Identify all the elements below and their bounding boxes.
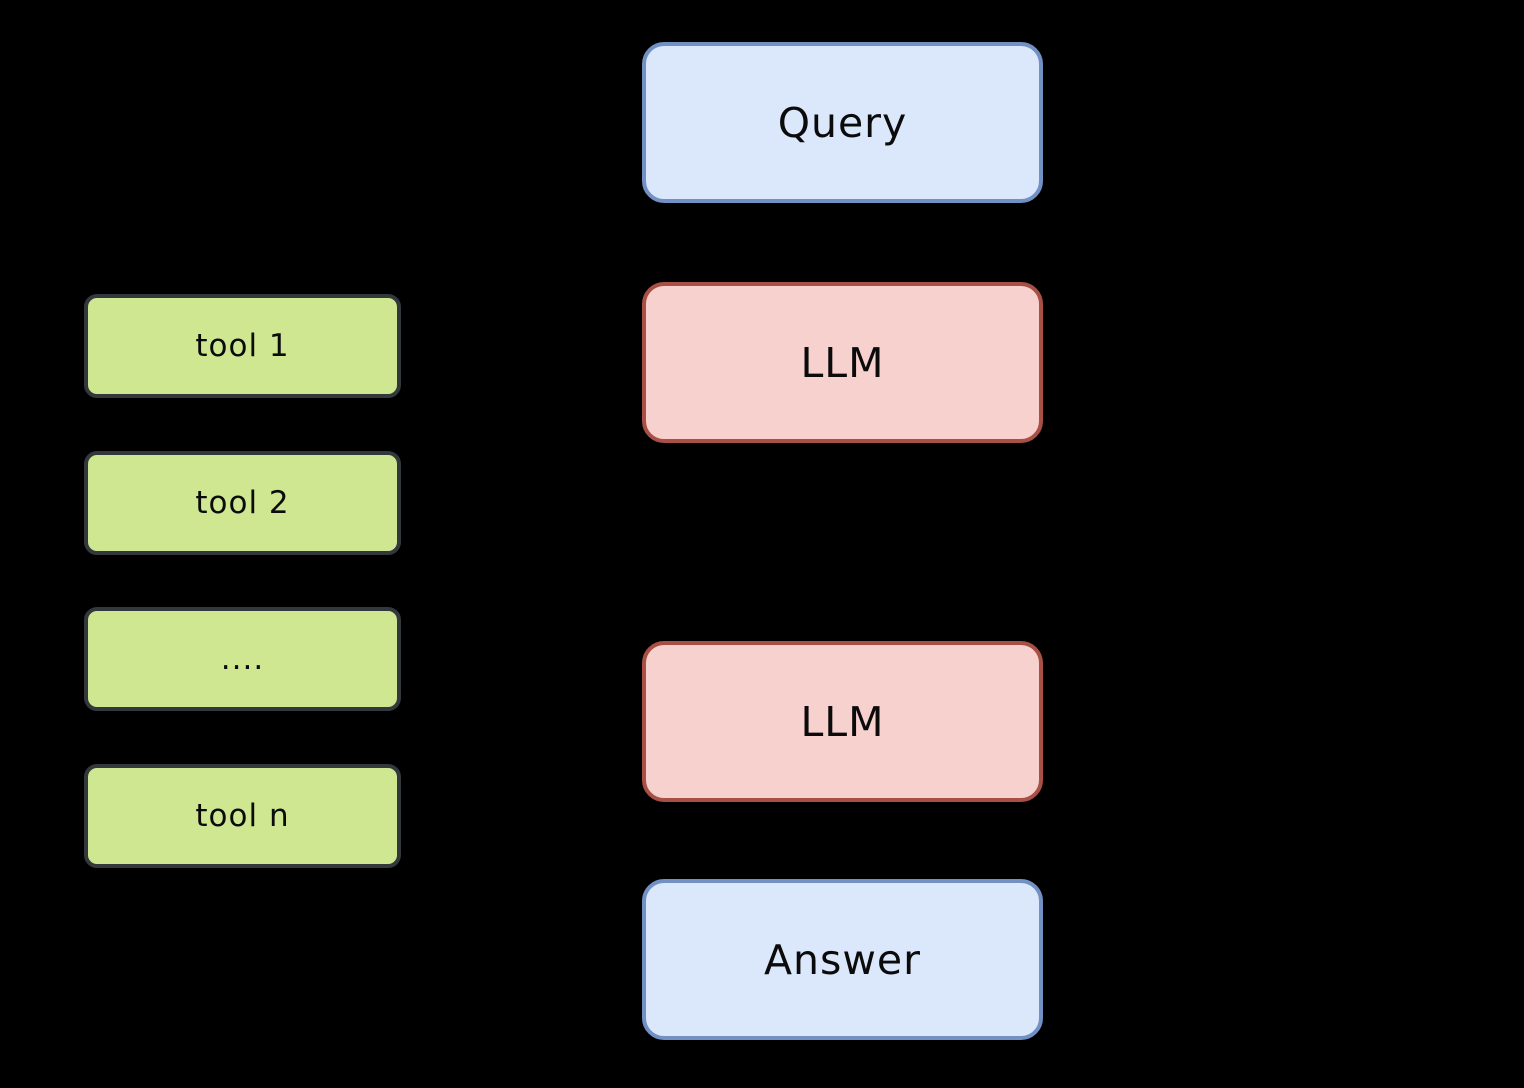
tool-n-label: tool n xyxy=(195,798,290,834)
llm-1-box: LLM xyxy=(642,282,1043,443)
tool-1-label: tool 1 xyxy=(195,328,290,364)
tool-ellipsis-box: .... xyxy=(84,607,401,711)
query-box: Query xyxy=(642,42,1043,203)
query-label: Query xyxy=(777,98,908,147)
llm-1-label: LLM xyxy=(800,338,885,387)
llm-2-box: LLM xyxy=(642,641,1043,802)
tool-ellipsis-label: .... xyxy=(220,641,265,677)
answer-label: Answer xyxy=(763,935,921,984)
tool-2-label: tool 2 xyxy=(195,485,290,521)
tool-2-box: tool 2 xyxy=(84,451,401,555)
llm-2-label: LLM xyxy=(800,697,885,746)
tool-1-box: tool 1 xyxy=(84,294,401,398)
tool-n-box: tool n xyxy=(84,764,401,868)
answer-box: Answer xyxy=(642,879,1043,1040)
